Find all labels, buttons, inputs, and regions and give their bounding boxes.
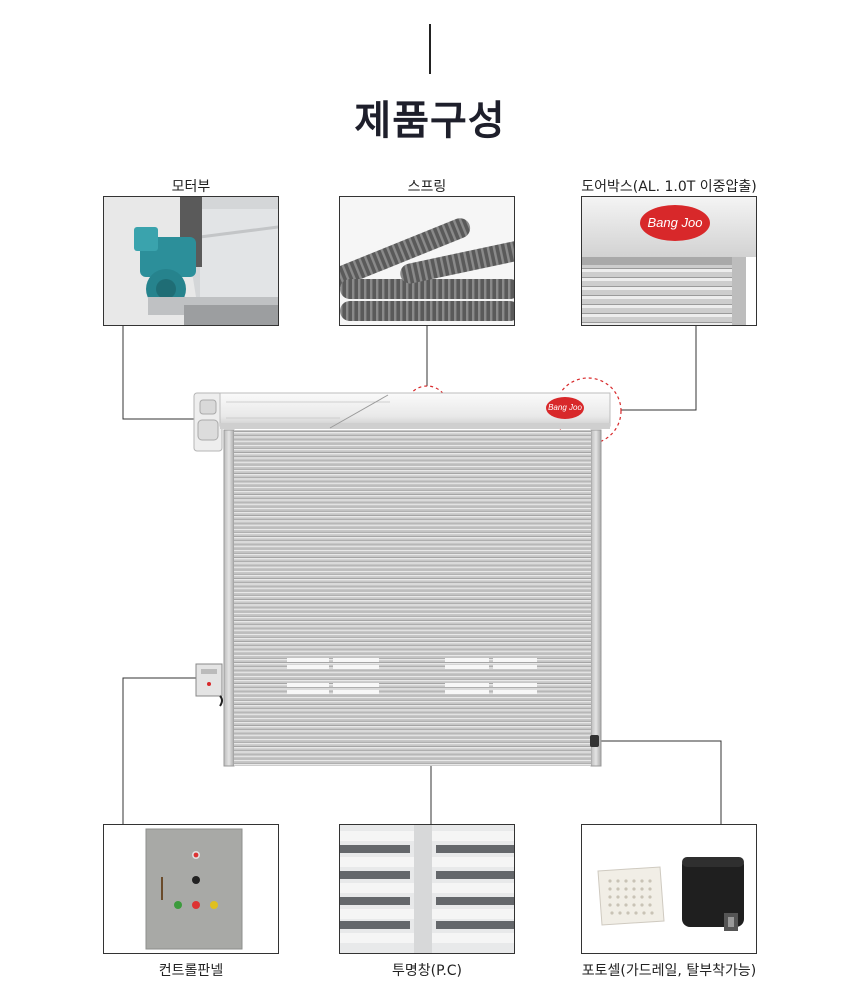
label-doorbox: 도어박스(AL. 1.0T 이중압출) <box>581 179 757 195</box>
spring-image <box>339 196 515 326</box>
shutter-diagram: Bang Joo <box>190 390 620 775</box>
label-window: 투명창(P.C) <box>391 963 463 979</box>
control-panel-icon <box>104 825 278 953</box>
label-spring: 스프링 <box>407 179 447 195</box>
window-icon <box>340 825 514 953</box>
window-image <box>339 824 515 954</box>
doorbox-image: Bang Joo <box>581 196 757 326</box>
control-panel-image <box>103 824 279 954</box>
leader-line-doorbox <box>621 326 697 411</box>
motor-image <box>103 196 279 326</box>
label-motor: 모터부 <box>171 179 211 195</box>
page-title: 제품구성 <box>354 98 506 144</box>
brand-logo: Bang Joo <box>640 205 710 241</box>
label-control-panel: 컨트롤판넬 <box>158 963 224 979</box>
brand-logo-small: Bang Joo <box>546 397 584 419</box>
leader-line-control-panel <box>122 677 198 824</box>
spring-icon <box>340 197 514 325</box>
motor-icon <box>104 197 278 325</box>
label-photocell: 포토셀(가드레일, 탈부착가능) <box>581 963 757 979</box>
photocell-image <box>581 824 757 954</box>
photocell-icon <box>582 825 756 953</box>
top-divider-line <box>429 24 431 74</box>
leader-line-motor <box>122 326 199 420</box>
